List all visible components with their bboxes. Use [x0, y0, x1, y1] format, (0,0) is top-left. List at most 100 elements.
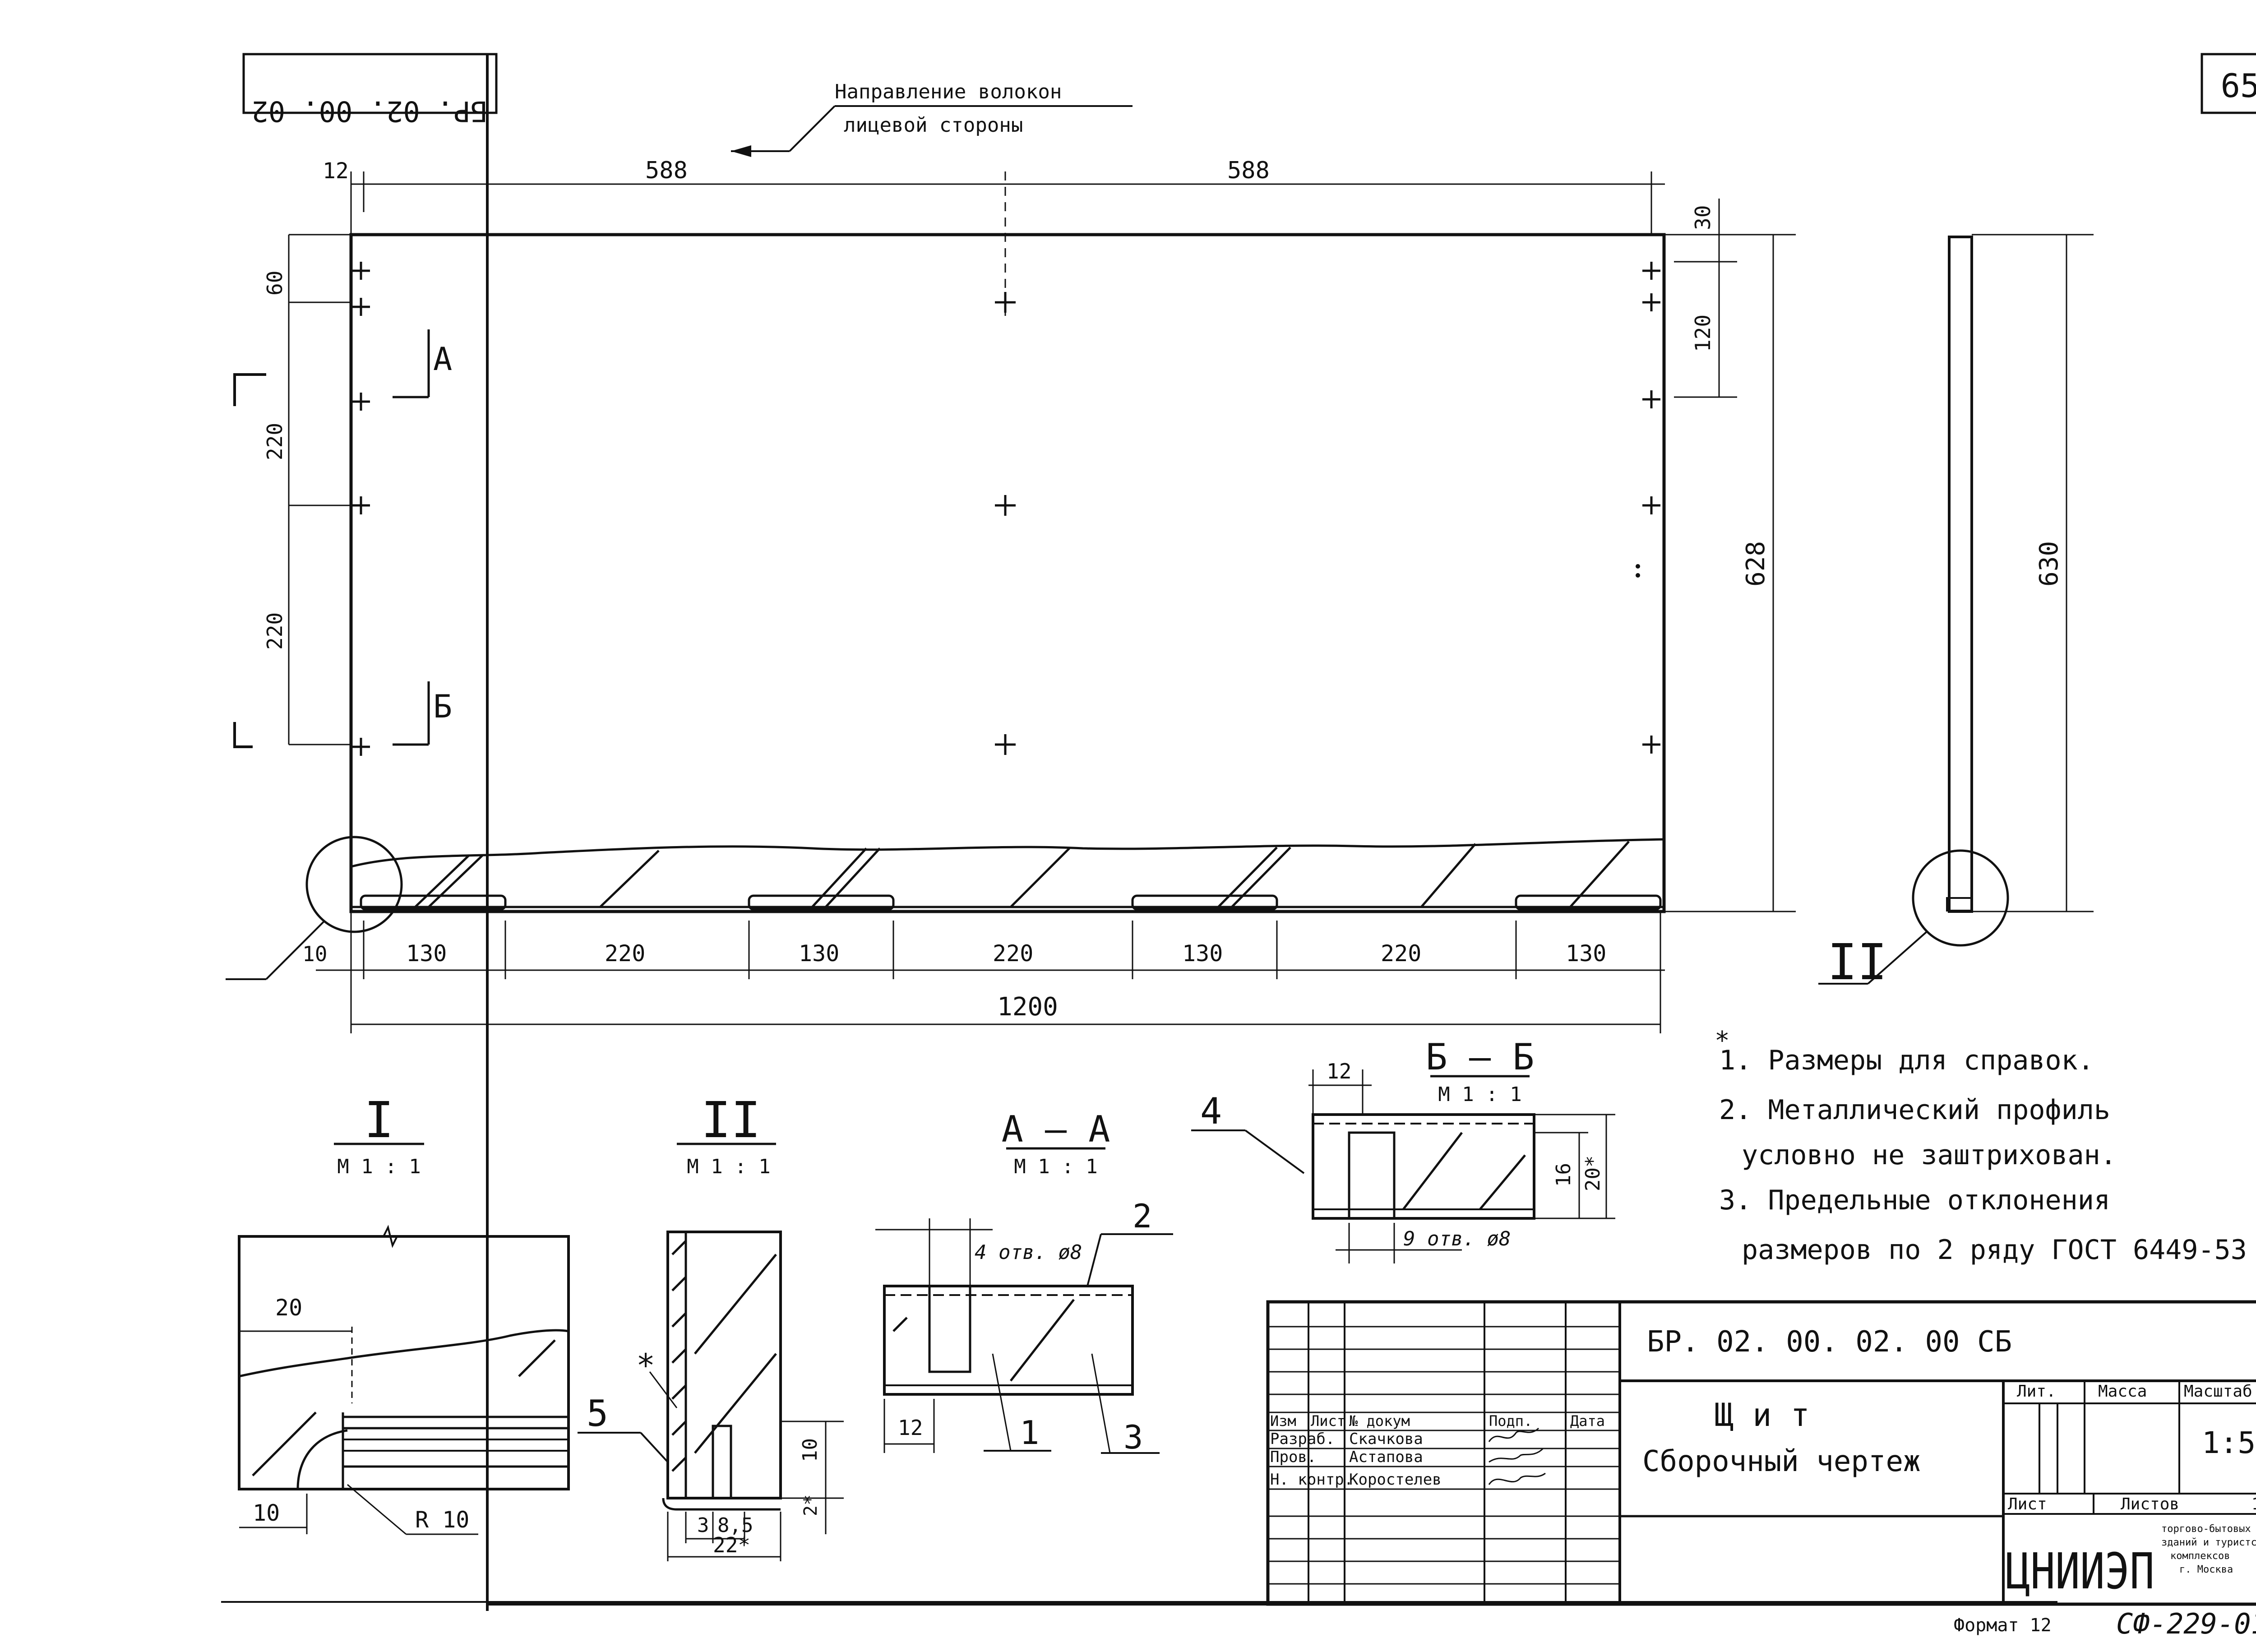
detail-i-scale: М 1 : 1	[337, 1155, 421, 1178]
bottom-dimensions	[316, 912, 1665, 1033]
tb-sheets-label: Листов	[2121, 1495, 2179, 1513]
fiber-direction-line2: лицевой стороны	[844, 114, 1023, 137]
dim-bottom-4: 220	[993, 940, 1033, 967]
fiber-direction-line1: Направление волокон	[835, 80, 1062, 103]
side-profile	[1948, 236, 1973, 913]
detail-ii-callout-5: 5	[587, 1393, 608, 1435]
section-aa-title: А – А	[1002, 1108, 1110, 1150]
section-b-marker: Б	[433, 688, 452, 725]
corner-code-mirrored: БР. 02. 00. 02	[251, 95, 487, 128]
detail-ii-callout: II	[1827, 933, 1887, 991]
tb-mass-label: Масса	[2098, 1382, 2147, 1401]
section-a-marker: А	[433, 341, 452, 378]
tb-person-normcontrol: Коростелев	[1349, 1471, 1442, 1489]
footer-format: Формат 12	[1954, 1615, 2052, 1636]
tb-designation: БР. 02. 00. 02. 00 СБ	[1647, 1325, 2012, 1359]
detail-ii-dim-8-5: 8,5	[717, 1514, 753, 1537]
section-aa-scale: М 1 : 1	[1014, 1155, 1097, 1178]
dim-bottom-5: 130	[1182, 940, 1223, 967]
detail-ii-dim-22: 22*	[713, 1533, 750, 1557]
section-bb-title: Б – Б	[1426, 1036, 1535, 1078]
note-star: *	[1715, 1026, 1730, 1055]
tb-role-developer: Разраб.	[1270, 1430, 1335, 1448]
note-2-cont: условно не заштрихован.	[1742, 1139, 2117, 1171]
section-aa-callout-1: 1	[1020, 1414, 1039, 1452]
signatures	[1488, 1427, 1546, 1485]
tb-role-checker: Пров.	[1270, 1448, 1316, 1466]
dim-588-right: 588	[1227, 157, 1270, 184]
tb-header-date: Дата	[1570, 1412, 1605, 1430]
tb-header-sign: Подп.	[1489, 1412, 1532, 1430]
dim-bottom-6: 220	[1381, 940, 1421, 967]
tb-lit-label: Лит.	[2017, 1382, 2056, 1401]
section-bb-holes: 9 отв. ø8	[1403, 1227, 1511, 1250]
tb-name-line1: Щ и т	[1715, 1397, 1810, 1434]
dim-120: 120	[1691, 315, 1715, 352]
tb-sheets-value: 1	[2251, 1495, 2256, 1513]
dim-220-a: 220	[263, 423, 287, 460]
section-bb-dim-20: 20*	[1581, 1156, 1604, 1191]
tb-header-izm: Изм	[1270, 1412, 1296, 1430]
tb-role-normcontrol: Н. контр.	[1270, 1471, 1353, 1489]
detail-ii-dim-3: 3	[697, 1514, 709, 1537]
section-aa-dim-12: 12	[898, 1416, 923, 1440]
title-block: Изм Лист № докум Подп. Дата Разраб. Пров…	[1266, 1300, 2256, 1606]
footer-code: СФ-229-01	[2116, 1607, 2256, 1640]
detail-i-callout-circle	[305, 836, 403, 933]
detail-i-dim-20: 20	[275, 1295, 302, 1321]
tb-scale-value: 1:5	[2202, 1425, 2256, 1460]
detail-ii: II М 1 : 1 10 2* * 5 3 8,5 22*	[578, 1091, 844, 1561]
detail-i-radius: R 10	[415, 1507, 469, 1533]
dim-bottom-0: 10	[302, 942, 327, 966]
dim-60: 60	[263, 271, 287, 296]
section-aa-callout-2: 2	[1133, 1197, 1152, 1235]
tb-header-list: Лист	[1311, 1412, 1345, 1430]
tb-org-text-0: торгово-бытовых	[2161, 1523, 2251, 1535]
corner-code-box: БР. 02. 00. 02	[242, 53, 498, 128]
detail-i: I М 1 : 1 20 10 R 10	[238, 1091, 570, 1535]
section-aa-holes: 4 отв. ø8	[975, 1241, 1082, 1264]
detail-ii-dim-2: 2*	[800, 1495, 821, 1516]
dim-1200: 1200	[997, 992, 1058, 1022]
tb-org-text-1: зданий и туристских	[2161, 1537, 2256, 1548]
dim-bottom-7: 130	[1566, 940, 1606, 967]
tb-org-text-3: г. Москва	[2179, 1564, 2233, 1575]
main-view: 12 588 588 30 120 628 60 220 220 А Б	[226, 157, 1796, 1033]
tb-name-line2: Сборочный чертеж	[1642, 1445, 1921, 1478]
detail-ii-scale: М 1 : 1	[687, 1155, 770, 1178]
detail-ii-callout-circle	[1912, 849, 2009, 947]
tb-org-text-2: комплексов	[2170, 1550, 2230, 1562]
dim-bottom-2: 220	[605, 940, 645, 967]
note-1: 1. Размеры для справок.	[1719, 1045, 2094, 1076]
detail-i-title: I	[364, 1091, 394, 1149]
detail-ii-dim-10: 10	[799, 1438, 822, 1462]
cutaway-hatching	[414, 841, 1630, 908]
fiber-direction-arrow	[731, 145, 751, 157]
dim-630: 630	[2034, 541, 2064, 587]
fastener-marks	[352, 262, 1660, 756]
cutaway-edge	[351, 838, 1665, 868]
section-bb-callout-4: 4	[1200, 1090, 1222, 1132]
dim-628: 628	[1741, 541, 1771, 587]
note-3-cont: размеров по 2 ряду ГОСТ 6449-53	[1742, 1234, 2247, 1266]
tb-person-checker: Астапова	[1349, 1448, 1423, 1466]
note-2: 2. Металлический профиль	[1719, 1094, 2110, 1126]
section-bb: Б – Б М 1 : 1 12 4 16 20* 9 отв. ø8	[1191, 1036, 1615, 1263]
section-aa: А – А М 1 : 1 4 отв. ø8 2 12 1 3	[875, 1108, 1173, 1456]
panel-outline	[349, 233, 1666, 913]
dim-12-top: 12	[323, 158, 349, 184]
tb-scale-label: Масштаб	[2184, 1382, 2252, 1401]
note-3: 3. Предельные отклонения	[1719, 1185, 2110, 1216]
notes: * 1. Размеры для справок. 2. Металлическ…	[1715, 1026, 2247, 1266]
dim-588-left: 588	[645, 157, 688, 184]
detail-i-dim-10: 10	[253, 1500, 280, 1526]
metal-profile-strips	[352, 894, 1665, 911]
tb-org-logo: ЦНИИЭП	[2006, 1542, 2154, 1600]
page-number-box: 65	[2201, 53, 2256, 114]
tb-sheet-label: Лист	[2008, 1495, 2047, 1513]
sheet-frame	[221, 54, 2256, 1611]
section-bb-scale: М 1 : 1	[1438, 1083, 1521, 1106]
section-aa-callout-3: 3	[1123, 1418, 1143, 1456]
side-view: 630 II	[1818, 234, 2094, 991]
